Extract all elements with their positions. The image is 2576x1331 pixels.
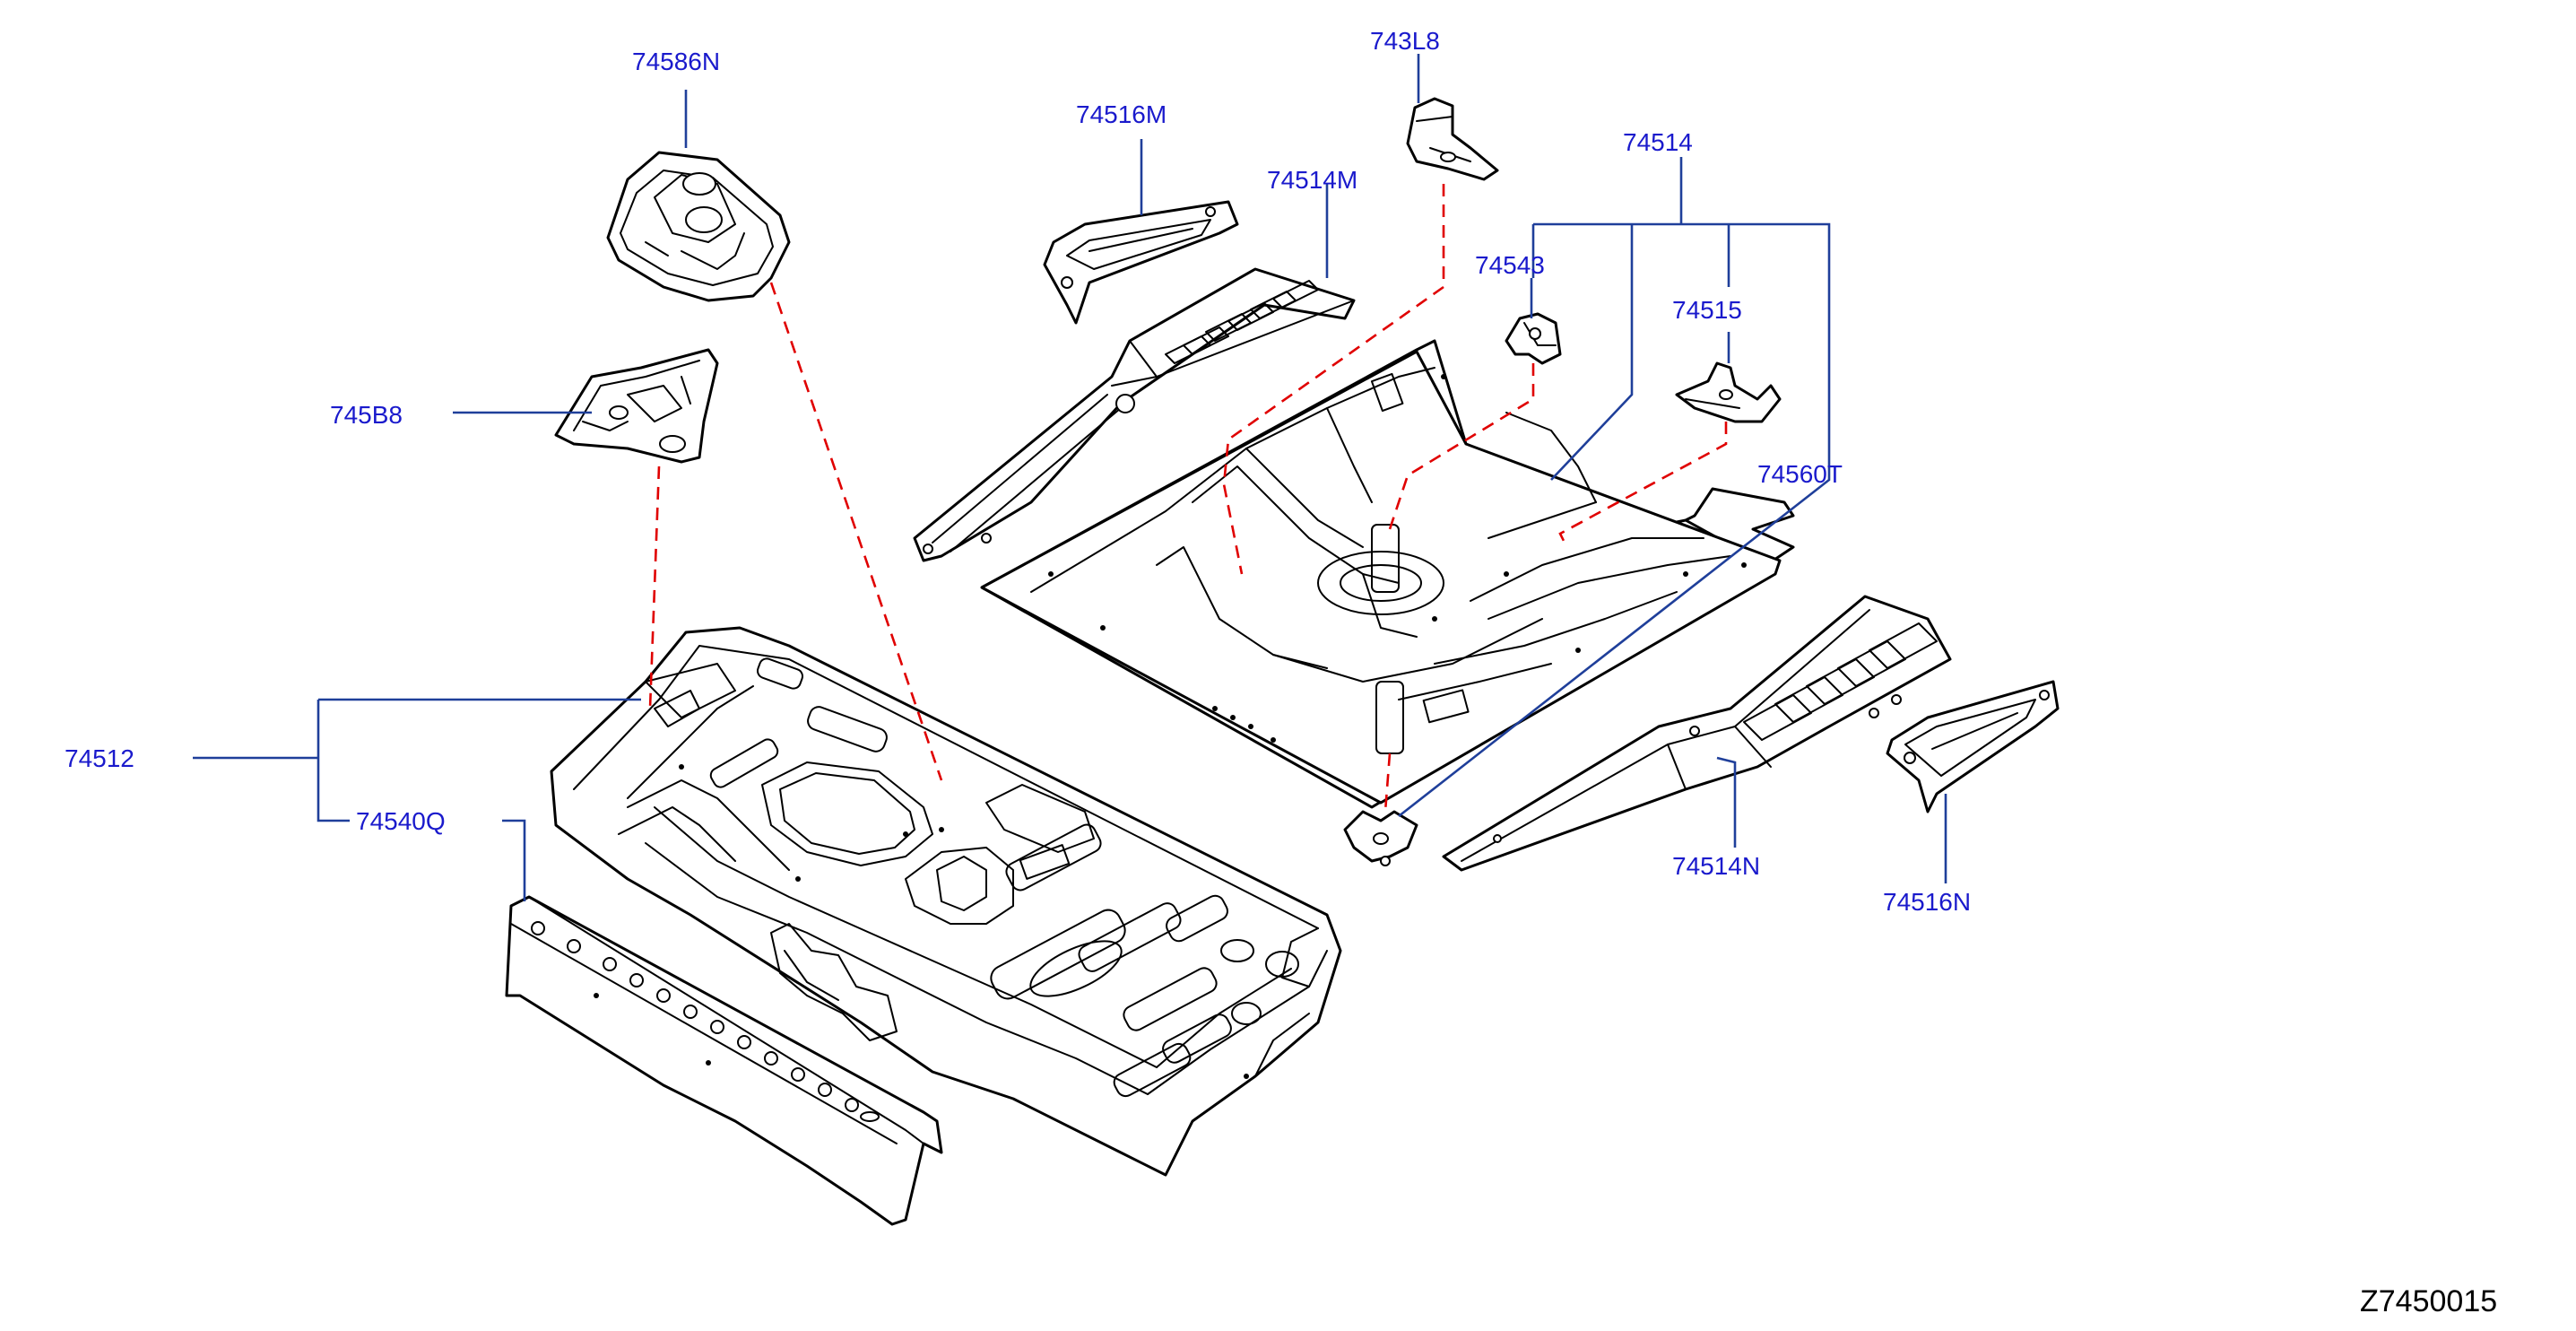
leader-74514-floor <box>1550 224 1634 481</box>
guide-74543 <box>1388 363 1535 530</box>
guide-74560T <box>1383 752 1392 813</box>
label-74540Q: 74540Q <box>356 807 446 835</box>
part-74516M-drawing <box>1043 200 1239 325</box>
part-labels: 74586N 745B8 74516M 74514M 743L8 74543 7… <box>65 27 1971 916</box>
label-74586N: 74586N <box>632 48 720 75</box>
label-74515: 74515 <box>1672 296 1742 324</box>
leader-lines <box>193 54 1947 901</box>
assembly-guides <box>648 184 1728 813</box>
part-74586N-drawing <box>606 151 791 302</box>
part-74543-drawing <box>1505 312 1562 365</box>
part-74512-drawing <box>550 626 1342 1177</box>
label-74512: 74512 <box>65 744 134 772</box>
label-74514M: 74514M <box>1267 166 1357 194</box>
part-74514M-drawing <box>913 267 1356 562</box>
leader-74512-bracket <box>317 700 350 822</box>
part-745B8-drawing <box>554 348 719 464</box>
part-74560T-drawing <box>1343 810 1418 866</box>
part-74514-drawing <box>980 339 1795 809</box>
label-74514N: 74514N <box>1672 852 1760 880</box>
label-74560T: 74560T <box>1757 460 1843 488</box>
part-74516N-drawing <box>1886 680 2060 813</box>
part-74514N-drawing <box>1442 595 1952 872</box>
guide-74515 <box>1558 422 1728 544</box>
drawing-id: Z7450015 <box>2360 1284 2497 1318</box>
leader-74514N <box>1716 756 1737 848</box>
part-74540Q-holes <box>531 921 880 1122</box>
label-74543: 74543 <box>1475 251 1545 279</box>
part-74540Q-drawing <box>505 895 943 1226</box>
label-743L8: 743L8 <box>1370 27 1440 55</box>
label-74516N: 74516N <box>1883 888 1971 916</box>
guide-743L8 <box>1222 184 1445 575</box>
guide-74586N <box>769 282 943 781</box>
label-745B8: 745B8 <box>330 401 403 429</box>
part-74515-drawing <box>1675 361 1782 423</box>
part-74514N-ribs <box>1743 622 1938 741</box>
label-74514: 74514 <box>1623 128 1693 156</box>
part-743L8-drawing <box>1406 97 1499 181</box>
label-74516M: 74516M <box>1076 100 1167 128</box>
leader-74540Q <box>502 819 526 901</box>
part-74514M-ribs <box>1165 280 1319 364</box>
